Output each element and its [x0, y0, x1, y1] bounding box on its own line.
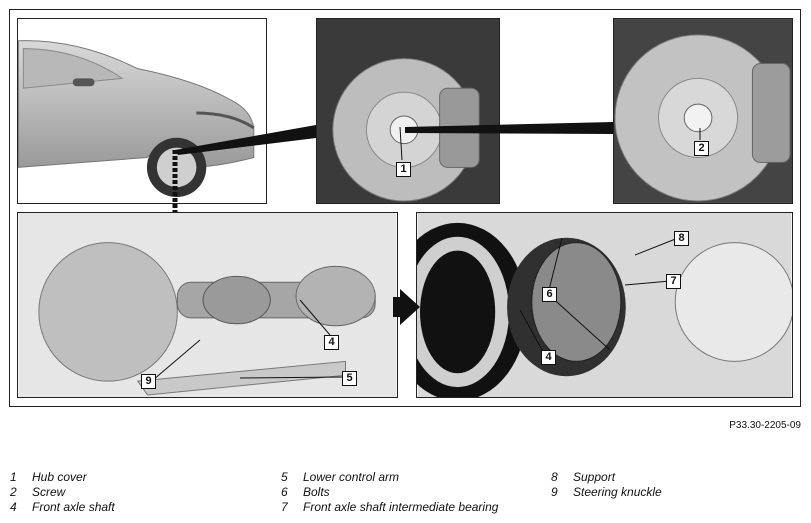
legend-column-1: 1 Hub cover 2 Screw 4 Front axle shaft	[10, 470, 115, 515]
callout-hub-cover: 1	[396, 162, 411, 177]
legend-number: 7	[281, 500, 288, 514]
legend-column-3: 8 Support 9 Steering knuckle	[551, 470, 662, 500]
intermediate-bearing-illustration	[417, 213, 792, 397]
legend-number: 5	[281, 470, 288, 484]
legend-column-2: 5 Lower control arm 6 Bolts 7 Front axle sh…	[281, 470, 498, 515]
legend-item: 8 Support	[551, 470, 662, 485]
legend-label: Front axle shaft intermediate bearing	[303, 500, 499, 514]
legend-number: 1	[10, 470, 17, 484]
vehicle-view-panel	[17, 18, 267, 204]
legend-item: 4 Front axle shaft	[10, 500, 115, 515]
legend-item: 2 Screw	[10, 485, 115, 500]
legend-label: Hub cover	[32, 470, 87, 484]
legend-number: 4	[10, 500, 17, 514]
callout-front-axle-shaft-left: 4	[324, 335, 339, 350]
screw-detail-panel	[613, 18, 793, 204]
callout-lower-control-arm: 5	[342, 371, 357, 386]
legend-label: Front axle shaft	[32, 500, 115, 514]
callout-front-axle-shaft-right: 4	[541, 350, 556, 365]
legend-number: 6	[281, 485, 288, 499]
legend-label: Bolts	[303, 485, 330, 499]
legend-label: Screw	[32, 485, 66, 499]
legend-item: 6 Bolts	[281, 485, 498, 500]
callout-screw: 2	[694, 141, 709, 156]
legend-item: 1 Hub cover	[10, 470, 115, 485]
axle-knuckle-panel	[17, 212, 398, 398]
legend-number: 2	[10, 485, 17, 499]
figure-frame: 1 2 4 5 9 6 7 8 4	[9, 9, 801, 407]
legend-label: Lower control arm	[303, 470, 400, 484]
legend-label: Steering knuckle	[573, 485, 662, 499]
leader-lines	[152, 122, 701, 381]
arrow-right-icon	[400, 289, 420, 325]
legend-item: 5 Lower control arm	[281, 470, 498, 485]
legend-item: 7 Front axle shaft intermediate bearing	[281, 500, 498, 515]
callout-steering-knuckle: 9	[141, 374, 156, 389]
callout-support: 8	[674, 231, 689, 246]
intermediate-bearing-panel	[416, 212, 793, 398]
callout-intermediate-bearing: 7	[666, 274, 681, 289]
legend-number: 9	[551, 485, 558, 499]
callout-bolts: 6	[542, 287, 557, 302]
screw-detail-illustration	[614, 19, 792, 203]
legend-label: Support	[573, 470, 616, 484]
figure-id: P33.30-2205-09	[729, 420, 801, 431]
legend-item: 9 Steering knuckle	[551, 485, 662, 500]
arrow-stem	[393, 297, 401, 317]
legend-number: 8	[551, 470, 558, 484]
